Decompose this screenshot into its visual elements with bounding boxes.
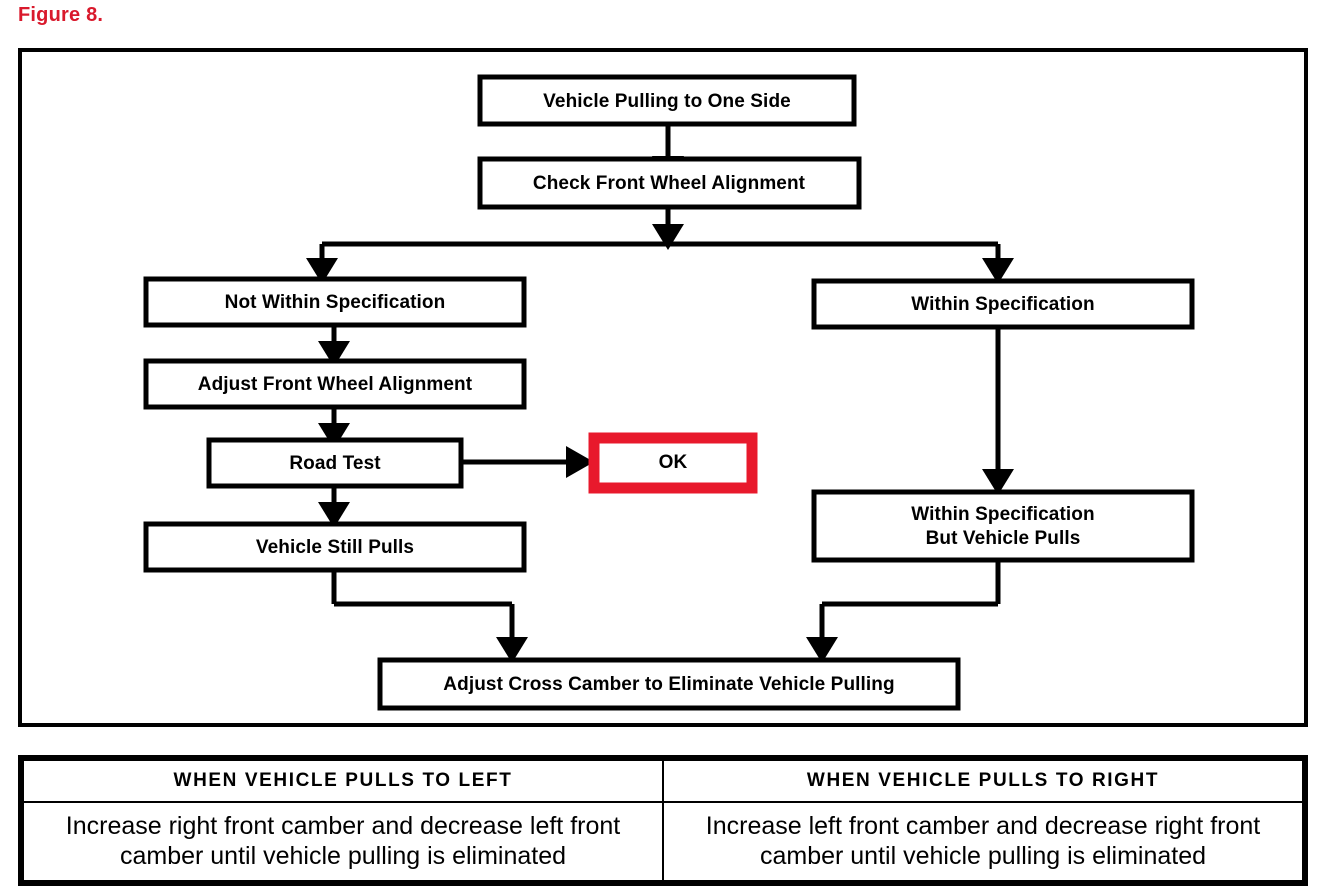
connector-roadtest-to-ok (461, 446, 594, 478)
table-header-row: WHEN VEHICLE PULLS TO LEFT WHEN VEHICLE … (22, 759, 1304, 803)
table-header-left: WHEN VEHICLE PULLS TO LEFT (22, 759, 664, 803)
node-within-specification[interactable]: Within Specification (811, 278, 1195, 330)
node-label-adjust-alignment: Adjust Front Wheel Alignment (198, 374, 473, 395)
camber-adjustment-table: WHEN VEHICLE PULLS TO LEFT WHEN VEHICLE … (18, 755, 1308, 886)
node-label-not-within-spec: Not Within Specification (225, 292, 446, 313)
node-label-vehicle-still-pulls: Vehicle Still Pulls (256, 537, 414, 558)
node-vehicle-pulling-to-one-side[interactable]: Vehicle Pulling to One Side (477, 74, 857, 127)
table-row: Increase right front camber and decrease… (22, 801, 1304, 882)
flowchart-frame: Vehicle Pulling to One Side Check Front … (18, 48, 1308, 727)
page-title: Figure 8. (18, 4, 104, 26)
node-label-within-spec: Within Specification (911, 294, 1094, 315)
node-label-butpulls-line1: Within Specification (911, 504, 1094, 525)
node-adjust-front-wheel-alignment[interactable]: Adjust Front Wheel Alignment (143, 358, 527, 410)
node-label-adjust-cross-camber: Adjust Cross Camber to Eliminate Vehicle… (443, 674, 894, 695)
connector-notspec-to-adjust (318, 325, 350, 367)
node-ok[interactable]: OK (588, 432, 758, 494)
connector-butpulls-to-crosscamber (806, 560, 1001, 663)
node-check-front-wheel-alignment[interactable]: Check Front Wheel Alignment (477, 156, 862, 210)
node-road-test[interactable]: Road Test (206, 437, 464, 489)
node-not-within-specification[interactable]: Not Within Specification (143, 276, 527, 328)
node-vehicle-still-pulls[interactable]: Vehicle Still Pulls (143, 521, 527, 573)
node-label-ok: OK (659, 452, 688, 473)
node-label-road-test: Road Test (289, 453, 381, 474)
connector-adjust-to-roadtest (318, 407, 350, 449)
connector-stillpulls-to-crosscamber (331, 570, 528, 663)
table-cell-left: Increase right front camber and decrease… (22, 801, 664, 882)
node-adjust-cross-camber[interactable]: Adjust Cross Camber to Eliminate Vehicle… (377, 657, 961, 711)
node-within-specification-but-vehicle-pulls[interactable]: Within Specification But Vehicle Pulls (811, 489, 1195, 563)
table-cell-right: Increase left front camber and decrease … (662, 801, 1304, 882)
node-label-check: Check Front Wheel Alignment (533, 173, 806, 194)
node-label-start: Vehicle Pulling to One Side (543, 91, 791, 112)
node-label-butpulls-line2: But Vehicle Pulls (926, 528, 1081, 549)
connector-check-to-split (306, 207, 1014, 284)
connector-withinspec-to-butpulls (982, 327, 1014, 495)
flowchart-svg: Vehicle Pulling to One Side Check Front … (143, 74, 1195, 711)
connector-roadtest-to-stillpulls (318, 486, 350, 528)
table-header-right: WHEN VEHICLE PULLS TO RIGHT (662, 759, 1304, 803)
